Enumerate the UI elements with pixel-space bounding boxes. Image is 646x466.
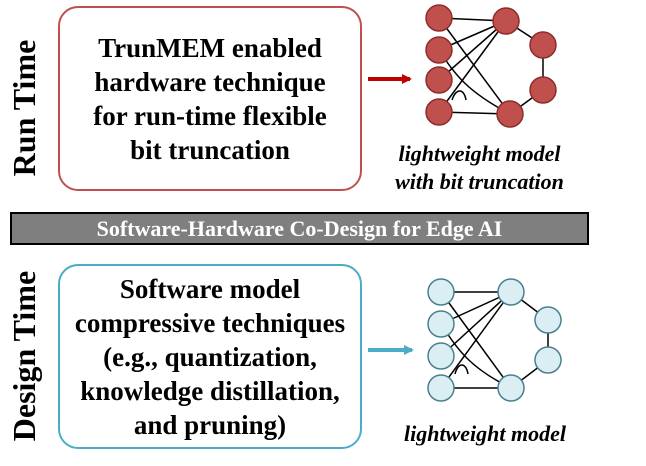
truncated-network-graph	[438, 17, 544, 115]
network-node	[427, 278, 455, 306]
network-node	[496, 100, 524, 128]
truncated-network-nodes	[425, 4, 557, 128]
network-node	[497, 278, 525, 306]
lightweight-model-caption: lightweight model	[404, 421, 566, 446]
hardware-technique-text: TrunMEM enabled hardware technique for r…	[93, 32, 327, 165]
network-node	[534, 306, 562, 334]
network-edge	[454, 364, 469, 375]
truncated-model-caption-line1: lightweight model	[398, 141, 561, 166]
network-edge	[438, 20, 507, 113]
network-node	[425, 98, 453, 126]
network-edge	[438, 20, 507, 81]
network-node	[427, 310, 455, 338]
lightweight-network-graph	[440, 291, 549, 389]
network-node	[425, 4, 453, 32]
network-edge	[438, 17, 511, 115]
network-node	[529, 31, 557, 59]
network-node	[492, 7, 520, 35]
co-design-banner: Software-Hardware Co-Design for Edge AI	[10, 212, 589, 245]
network-node	[425, 36, 453, 64]
network-edge	[440, 291, 512, 357]
network-edge	[451, 90, 467, 101]
truncated-model-caption: lightweight model with bit truncation	[372, 140, 587, 196]
network-node	[534, 346, 562, 374]
truncated-model-caption-line2: with bit truncation	[395, 169, 564, 194]
lightweight-network-nodes	[427, 278, 562, 402]
software-technique-box: Software model compressive techniques (e…	[58, 264, 362, 449]
network-node	[427, 342, 455, 370]
network-edge	[440, 291, 512, 389]
software-technique-text: Software model compressive techniques (e…	[74, 273, 346, 440]
network-node	[529, 76, 557, 104]
network-node	[497, 374, 525, 402]
network-node	[425, 66, 453, 94]
network-node	[427, 374, 455, 402]
hardware-technique-box: TrunMEM enabled hardware technique for r…	[58, 6, 362, 191]
